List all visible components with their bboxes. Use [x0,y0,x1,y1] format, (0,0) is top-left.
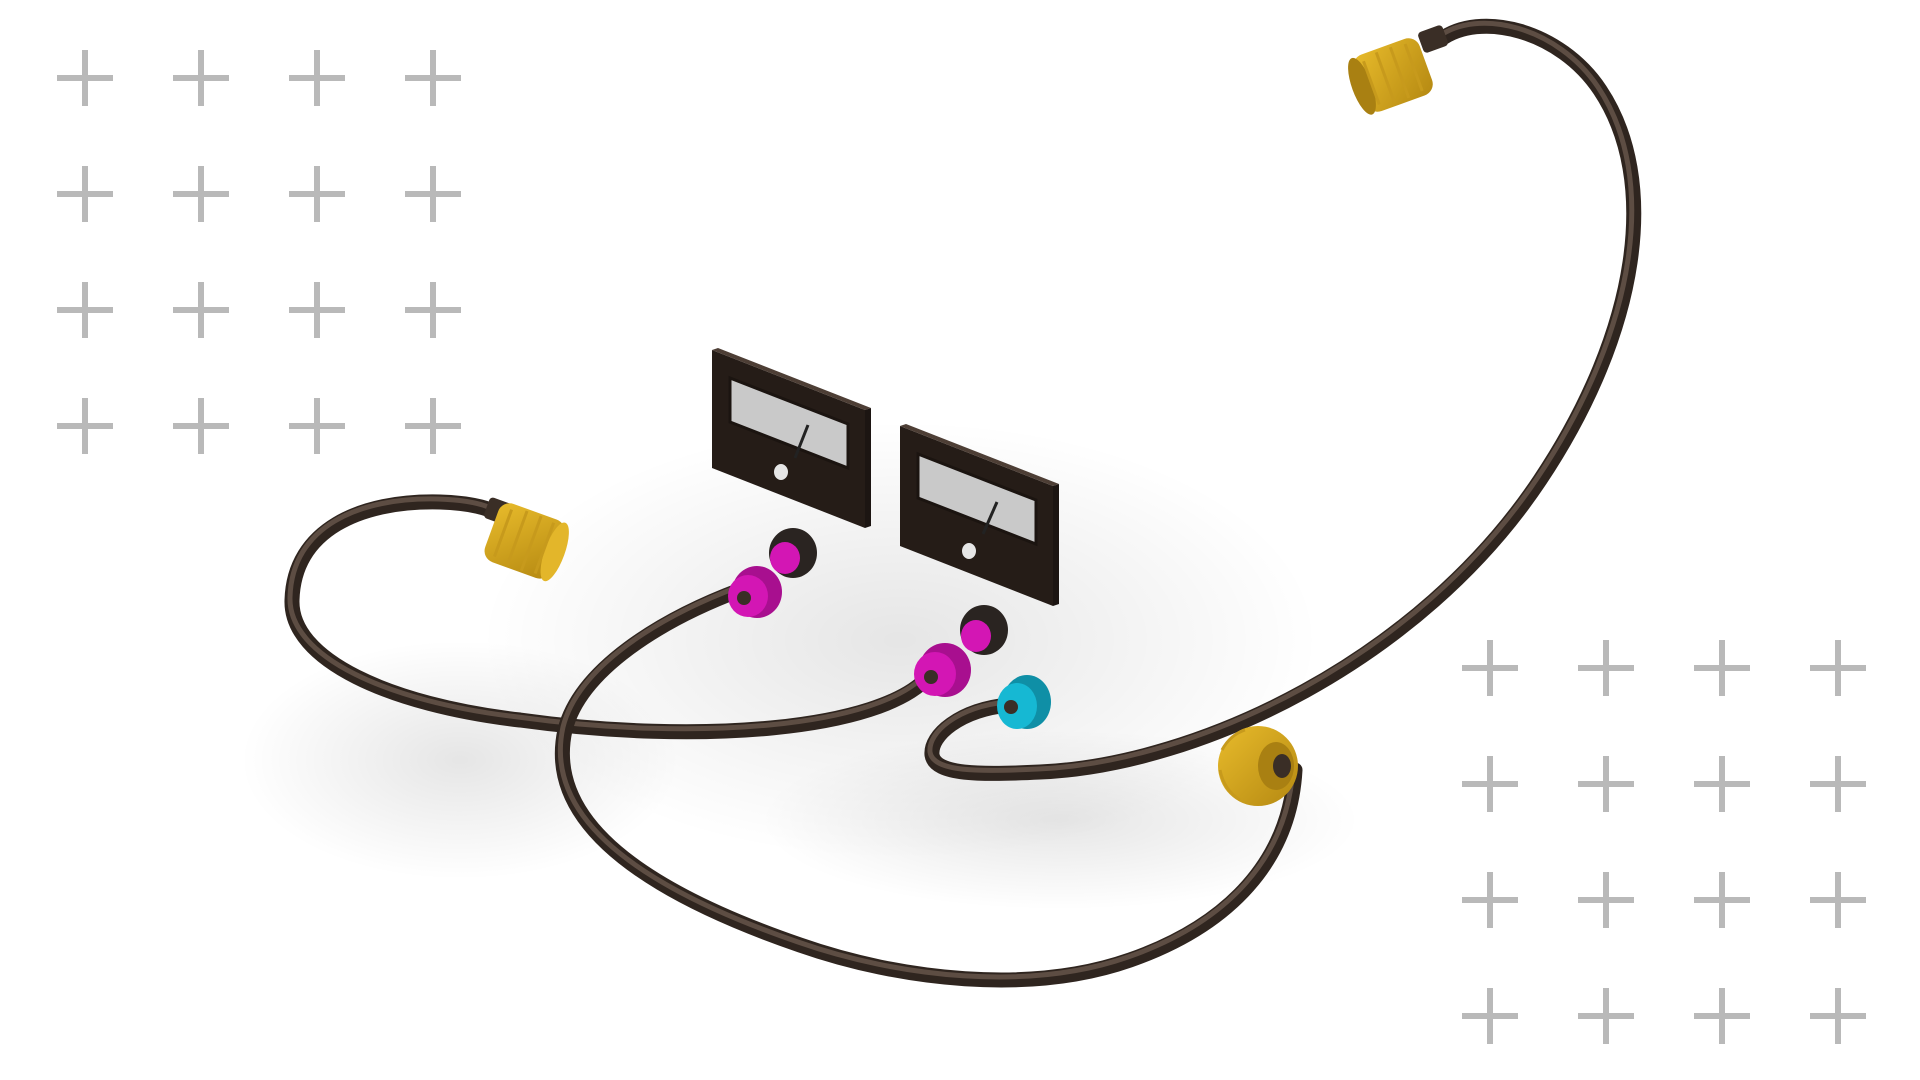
yellow-plug-top-right [1348,25,1448,115]
meter-needle [981,501,999,535]
plus-sign [1694,640,1750,696]
magenta-socket [728,566,782,618]
plus-sign [405,50,461,106]
plus-sign [1694,988,1750,1044]
plus-sign [1810,756,1866,812]
plus-sign [1810,872,1866,928]
plus-sign [1462,756,1518,812]
plus-sign [289,166,345,222]
plus-sign [1462,988,1518,1044]
plus-sign [1578,756,1634,812]
plus-grid-bottom-right [1462,640,1866,1044]
plus-sign [1810,988,1866,1044]
plus-sign [1694,756,1750,812]
plus-sign [173,398,229,454]
plus-sign [1694,872,1750,928]
plus-sign [1578,640,1634,696]
meter-needle [793,424,810,459]
plus-sign [1462,640,1518,696]
cables [284,18,1642,988]
plus-sign [173,166,229,222]
plus-sign [289,282,345,338]
magenta-socket [960,605,1008,655]
meter-screw [962,543,976,559]
plus-grid-top-left [57,50,461,454]
plus-sign [57,398,113,454]
plus-sign [173,282,229,338]
plus-sign [57,282,113,338]
plus-sign [289,50,345,106]
magenta-socket [769,528,817,578]
meter-screw [774,464,788,480]
plus-sign [405,398,461,454]
analog-meter-left [712,348,871,528]
cyan-socket [997,675,1051,729]
plus-sign [57,166,113,222]
plus-sign [57,50,113,106]
magenta-socket [914,643,971,697]
plus-sign [405,282,461,338]
plus-sign [1462,872,1518,928]
plus-sign [1578,988,1634,1044]
sockets [728,528,1051,729]
plus-sign [173,50,229,106]
analog-meter-right [900,424,1059,606]
plus-sign [289,398,345,454]
plus-sign [405,166,461,222]
plus-sign [1810,640,1866,696]
plus-sign [1578,872,1634,928]
yellow-plug-left [484,497,569,582]
yellow-plug-bottom-right [1218,726,1298,806]
